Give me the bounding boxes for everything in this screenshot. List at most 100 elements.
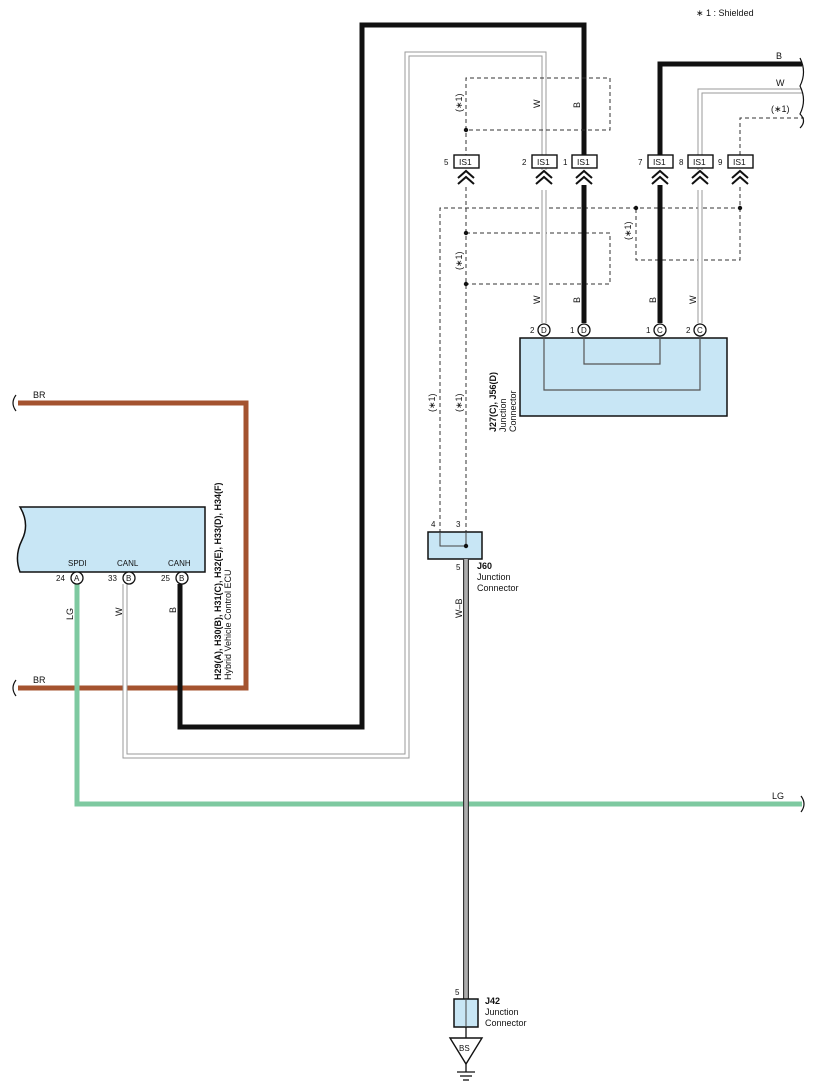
junction-pin-letter-3: C: [657, 326, 663, 335]
shield-label-2: (∗1): [454, 251, 464, 270]
j60-desc2: Connector: [477, 583, 519, 593]
ecu-pin-num-25: 25: [161, 574, 170, 583]
j60-internal: [439, 532, 467, 547]
junction-main-desc2: Connector: [508, 390, 518, 432]
svg-text:5: 5: [444, 158, 449, 167]
junction-pin-circle-1: [537, 323, 551, 337]
j42-desc1: Junction: [485, 1007, 519, 1017]
junction-pin-letter-1: D: [541, 326, 547, 335]
shield-junction-dots: [463, 127, 743, 287]
junction-pin-circle-2: [577, 323, 591, 337]
ecu-pin-letter-a: A: [74, 574, 80, 583]
shield-lines: [439, 77, 804, 540]
j60-pin-3: 3: [456, 520, 461, 529]
b-right-label: B: [776, 51, 782, 61]
ecu-pin-num-33: 33: [108, 574, 117, 583]
svg-text:IS1: IS1: [733, 157, 746, 167]
br-top-break-icon: [12, 394, 17, 412]
is1-connector-1: IS1 1: [563, 154, 598, 185]
lg-wire: [74, 584, 802, 807]
br-bottom-label: BR: [33, 675, 46, 685]
svg-text:IS1: IS1: [693, 157, 706, 167]
ecu-pin-letter-b1: B: [126, 574, 131, 583]
junction-internal-d: [543, 336, 701, 391]
b-right-wire: [657, 61, 802, 165]
spdi-wire-color: LG: [65, 608, 75, 620]
wire-color-w-3: W: [688, 295, 698, 304]
junction-pin-num-3: 1: [646, 326, 651, 335]
br-top-label: BR: [33, 390, 46, 400]
right-break-icon: [799, 57, 805, 129]
is1-connector-8: IS1 8: [679, 154, 714, 185]
junction-pin-letter-4: C: [697, 326, 703, 335]
junction-pin-num-2: 1: [570, 326, 575, 335]
shield-label-3: (∗1): [623, 221, 633, 240]
j42-name: J42: [485, 996, 500, 1006]
j42-desc2: Connector: [485, 1018, 527, 1028]
junction-internal-c: [583, 336, 661, 365]
canh-wire: [177, 22, 587, 730]
shield-label-5: (∗1): [454, 393, 464, 412]
br-bottom-break-icon: [12, 679, 17, 697]
ground-label: BS: [459, 1044, 470, 1053]
ecu-subtitle: Hybrid Vehicle Control ECU: [223, 569, 233, 680]
junction-pin-circle-3: [653, 323, 667, 337]
ecu-title: H29(A), H30(B), H31(C), H32(E), H33(D), …: [213, 482, 223, 680]
br-wire: [18, 400, 249, 691]
svg-text:1: 1: [563, 158, 568, 167]
wire-color-w-1: W: [532, 99, 542, 108]
canl-wire-color: W: [114, 607, 124, 616]
wire-color-b-1: B: [572, 102, 582, 108]
ecu-pin-canl-label: CANL: [117, 559, 139, 568]
shield-legend: ∗ 1 : Shielded: [696, 8, 754, 18]
junction-main-name: J27(C), J56(D): [488, 372, 498, 432]
j60-junction-dot: [463, 543, 469, 549]
wire-color-b-2: B: [572, 297, 582, 303]
ecu-pin-circle-a: [70, 571, 84, 585]
ecu-pin-num-24: 24: [56, 574, 65, 583]
wire-color-w-2: W: [532, 295, 542, 304]
is1-connector-9: IS1 9: [718, 154, 754, 185]
svg-text:IS1: IS1: [653, 157, 666, 167]
svg-text:7: 7: [638, 158, 643, 167]
w-right-wire-inner: [698, 89, 802, 170]
junction-pin-letter-2: D: [581, 326, 587, 335]
j60-name: J60: [477, 561, 492, 571]
ecu-pin-canh-label: CANH: [168, 559, 191, 568]
w-right-label: W: [776, 78, 785, 88]
j60-desc1: Junction: [477, 572, 511, 582]
junction-connector-main: [519, 337, 728, 417]
svg-text:IS1: IS1: [459, 157, 472, 167]
wb-wire-label: W–B: [454, 598, 464, 618]
is1-connector-2: IS1 2: [522, 154, 558, 185]
ground-symbol-icon: [457, 1064, 475, 1081]
ecu-body: [16, 506, 206, 573]
j60-pin-4: 4: [431, 520, 436, 529]
lg-right-label: LG: [772, 791, 784, 801]
j42-pin: 5: [455, 988, 460, 997]
shield-label-1: (∗1): [454, 93, 464, 112]
ecu-pin-circle-b2: [175, 571, 189, 585]
svg-text:9: 9: [718, 158, 723, 167]
wire-color-b-3: B: [648, 297, 658, 303]
canh-wire-color: B: [168, 607, 178, 613]
svg-text:8: 8: [679, 158, 684, 167]
is1-connector-5: IS1 5: [444, 154, 480, 185]
junction-pin-num-4: 2: [686, 326, 691, 335]
is1-connector-7: IS1 7: [638, 154, 674, 185]
shield-label-4: (∗1): [427, 393, 437, 412]
ecu-pin-letter-b2: B: [179, 574, 184, 583]
svg-text:IS1: IS1: [577, 157, 590, 167]
j60-pin-5: 5: [456, 563, 461, 572]
ecu-pin-spdi-label: SPDI: [68, 559, 87, 568]
canl-wire-inner: [123, 52, 546, 758]
svg-text:2: 2: [522, 158, 527, 167]
junction-pin-circle-4: [693, 323, 707, 337]
svg-text:IS1: IS1: [537, 157, 550, 167]
lg-right-break-icon: [800, 795, 805, 813]
junction-main-desc1: Junction: [498, 398, 508, 432]
ground-triangle-icon: [448, 1037, 484, 1066]
ecu-pin-circle-b1: [122, 571, 136, 585]
shield-right-label: (∗1): [771, 104, 790, 114]
